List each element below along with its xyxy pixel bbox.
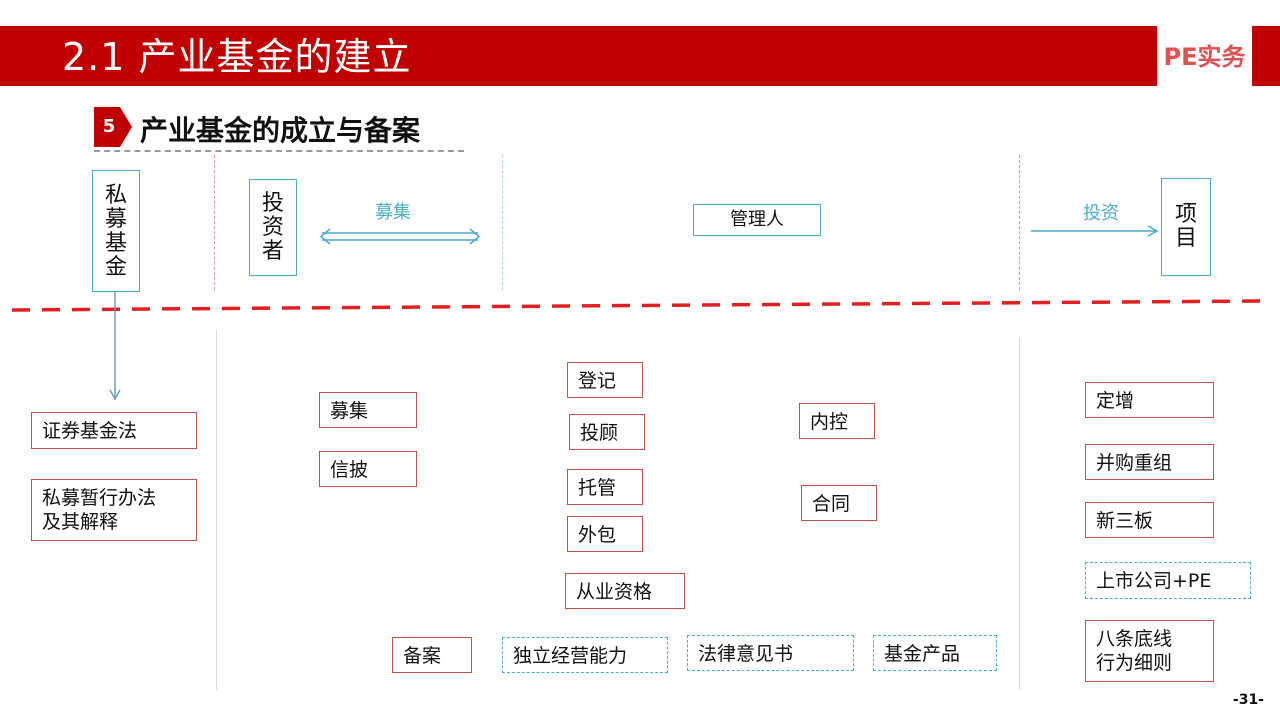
fund-product-box: 基金产品 <box>873 635 997 671</box>
eight-rules-box: 八条底线 行为细则 <box>1085 620 1214 682</box>
filing-box: 备案 <box>392 637 472 673</box>
section-title: 产业基金的成立与备案 <box>140 114 421 147</box>
eight-rules-line1: 八条底线 <box>1096 628 1173 650</box>
internal-control-box: 内控 <box>799 403 875 439</box>
private-placement-box: 定增 <box>1085 382 1214 418</box>
header-bar <box>0 26 1280 86</box>
custody-box: 托管 <box>567 469 643 505</box>
qualification-box: 从业资格 <box>565 573 685 609</box>
page-title: 2.1 产业基金的建立 <box>62 35 412 79</box>
section-number: 5 <box>102 116 116 137</box>
bidirectional-arrow-icon <box>319 228 481 245</box>
register-box: 登记 <box>567 362 643 398</box>
section-underline <box>94 150 464 152</box>
securities-fund-law-box: 证券基金法 <box>31 412 197 449</box>
column-divider <box>1019 155 1020 290</box>
brand-logo-box <box>1157 26 1252 86</box>
column-divider <box>214 155 215 290</box>
listed-pe-box: 上市公司+PE <box>1085 562 1251 599</box>
private-fund-box: 私募基金 <box>92 170 140 292</box>
down-arrow-icon <box>109 292 121 401</box>
mna-box: 并购重组 <box>1085 444 1214 480</box>
eight-rules-line2: 行为细则 <box>1096 652 1173 674</box>
manager-box: 管理人 <box>693 204 821 236</box>
advisor-box: 投顾 <box>569 414 645 450</box>
project-box: 项目 <box>1161 178 1211 276</box>
raise-box: 募集 <box>319 392 417 428</box>
private-measures-line2: 及其解释 <box>42 511 119 533</box>
column-divider <box>502 155 503 290</box>
raise-arrow-label: 募集 <box>375 202 411 223</box>
outsourcing-box: 外包 <box>567 516 643 552</box>
column-line <box>1019 338 1020 690</box>
independent-ops-box: 独立经营能力 <box>502 637 668 673</box>
investor-box: 投资者 <box>249 179 297 276</box>
invest-arrow-label: 投资 <box>1083 203 1119 224</box>
column-line <box>216 330 217 690</box>
contract-box: 合同 <box>801 485 877 521</box>
section-badge-icon <box>94 107 132 147</box>
private-measures-box: 私募暂行办法 及其解释 <box>31 479 197 541</box>
neeq-box: 新三板 <box>1085 502 1214 538</box>
private-measures-line1: 私募暂行办法 <box>42 487 157 509</box>
section-divider-line <box>11 299 1261 312</box>
right-arrow-icon <box>1031 225 1159 237</box>
disclosure-box: 信披 <box>319 451 417 487</box>
legal-opinion-box: 法律意见书 <box>687 635 854 671</box>
brand-logo: PE实务 <box>1163 43 1246 71</box>
page-number: -31- <box>1232 692 1264 708</box>
